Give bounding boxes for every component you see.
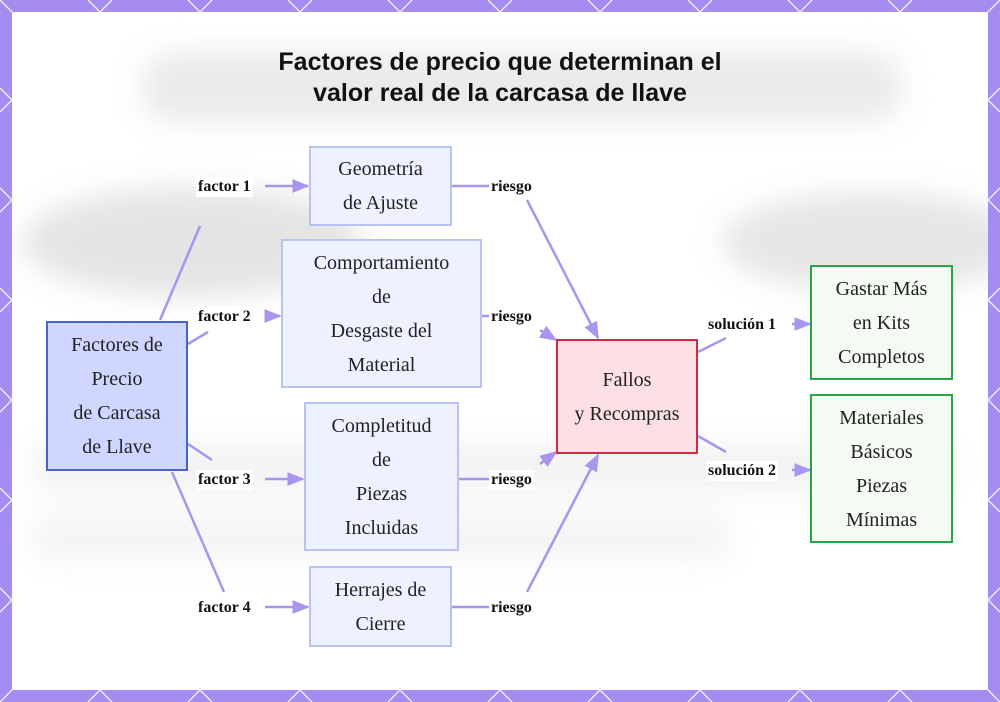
node-herrajes-cierre[interactable]: Herrajes de Cierre bbox=[309, 566, 452, 647]
edge-label-factor3: factor 3 bbox=[196, 470, 253, 490]
node-materiales-basicos-label: Materiales Básicos Piezas Mínimas bbox=[839, 406, 924, 531]
title-line-1: Factores de precio que determinan el bbox=[278, 48, 722, 76]
diagram-title: Factores de precio que determinan el val… bbox=[0, 47, 1000, 109]
edge-riesgo1-fallos bbox=[525, 199, 600, 340]
edge-main-factor4 bbox=[170, 471, 226, 593]
node-factores-precio[interactable]: Factores de Precio de Carcasa de Llave bbox=[46, 321, 188, 471]
edge-label-riesgo1: riesgo bbox=[489, 177, 534, 197]
node-factores-precio-label: Factores de Precio de Carcasa de Llave bbox=[71, 334, 163, 458]
edge-riesgo2-fallos bbox=[538, 325, 558, 342]
edge-label-solucion2: solución 2 bbox=[706, 461, 779, 481]
node-materiales-basicos[interactable]: Materiales Básicos Piezas Mínimas bbox=[810, 394, 953, 543]
node-completitud-piezas[interactable]: Completitud de Piezas Incluidas bbox=[304, 402, 459, 551]
edge-riesgo3-fallos bbox=[539, 450, 558, 468]
node-desgaste-material[interactable]: Comportamiento de Desgaste del Material bbox=[281, 239, 482, 388]
node-desgaste-material-label: Comportamiento de Desgaste del Material bbox=[313, 251, 450, 376]
edge-riesgo4-fallos bbox=[525, 453, 600, 593]
edge-label-factor4: factor 4 bbox=[196, 598, 253, 618]
edge-label-factor2: factor 2 bbox=[196, 307, 253, 327]
node-herrajes-cierre-label: Herrajes de Cierre bbox=[334, 578, 427, 635]
edge-fallos-solucion2 bbox=[697, 434, 727, 454]
node-fallos-recompras[interactable]: Fallos y Recompras bbox=[556, 339, 698, 454]
node-fallos-recompras-label: Fallos y Recompras bbox=[574, 368, 680, 425]
edge-label-riesgo3: riesgo bbox=[489, 470, 534, 490]
edge-label-riesgo4: riesgo bbox=[489, 598, 534, 618]
node-gastar-mas-kits-label: Gastar Más en Kits Completos bbox=[835, 277, 928, 368]
edge-main-factor1 bbox=[158, 225, 202, 321]
edge-main-factor2 bbox=[187, 330, 209, 346]
edge-fallos-solucion1 bbox=[697, 336, 727, 354]
edge-main-factor3 bbox=[187, 442, 213, 462]
title-line-2: valor real de la carcasa de llave bbox=[313, 79, 687, 107]
edge-label-solucion1: solución 1 bbox=[706, 315, 779, 335]
node-completitud-piezas-label: Completitud de Piezas Incluidas bbox=[331, 414, 432, 539]
edge-label-factor1: factor 1 bbox=[196, 177, 253, 197]
edge-label-riesgo2: riesgo bbox=[489, 307, 534, 327]
node-geometria-ajuste-label: Geometría de Ajuste bbox=[338, 158, 423, 214]
node-geometria-ajuste[interactable]: Geometría de Ajuste bbox=[309, 146, 452, 226]
node-gastar-mas-kits[interactable]: Gastar Más en Kits Completos bbox=[810, 265, 953, 380]
